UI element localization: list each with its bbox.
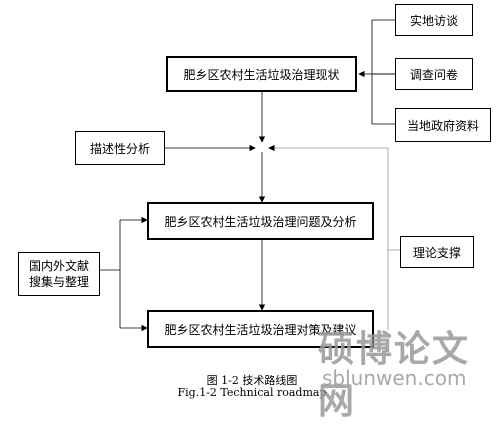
field-interview-box: 实地访谈 [395, 4, 473, 36]
descriptive-analysis-label: 描述性分析 [89, 141, 150, 156]
questionnaire-box: 调查问卷 [395, 58, 473, 90]
literature-label: 国内外文献 搜集与整理 [28, 259, 89, 289]
gov-materials-box: 当地政府资料 [395, 108, 491, 142]
problems-label: 肥乡区农村生活垃圾治理问题及分析 [164, 214, 357, 229]
countermeasures-label: 肥乡区农村生活垃圾治理对策及建议 [164, 322, 357, 337]
countermeasures-box: 肥乡区农村生活垃圾治理对策及建议 [147, 310, 374, 348]
theory-support-label: 理论支撑 [412, 245, 461, 260]
questionnaire-label: 调查问卷 [409, 67, 458, 82]
figure-caption-zh: 图 1-2 技术路线图 [206, 374, 298, 387]
field-interview-label: 实地访谈 [409, 13, 458, 28]
descriptive-analysis-box: 描述性分析 [75, 131, 165, 165]
status-box: 肥乡区农村生活垃圾治理现状 [166, 56, 357, 92]
theory-support-box: 理论支撑 [400, 236, 474, 268]
literature-bracket [100, 220, 121, 328]
gov-materials-label: 当地政府资料 [406, 118, 479, 133]
sources-bracket [371, 19, 395, 125]
status-label: 肥乡区农村生活垃圾治理现状 [183, 67, 340, 82]
connector-lines [100, 19, 400, 332]
literature-box: 国内外文献 搜集与整理 [18, 252, 100, 296]
figure-caption-en: Fig.1-2 Technical roadmap [177, 386, 327, 399]
theory-loop [387, 148, 400, 330]
problems-box: 肥乡区农村生活垃圾治理问题及分析 [147, 202, 374, 240]
